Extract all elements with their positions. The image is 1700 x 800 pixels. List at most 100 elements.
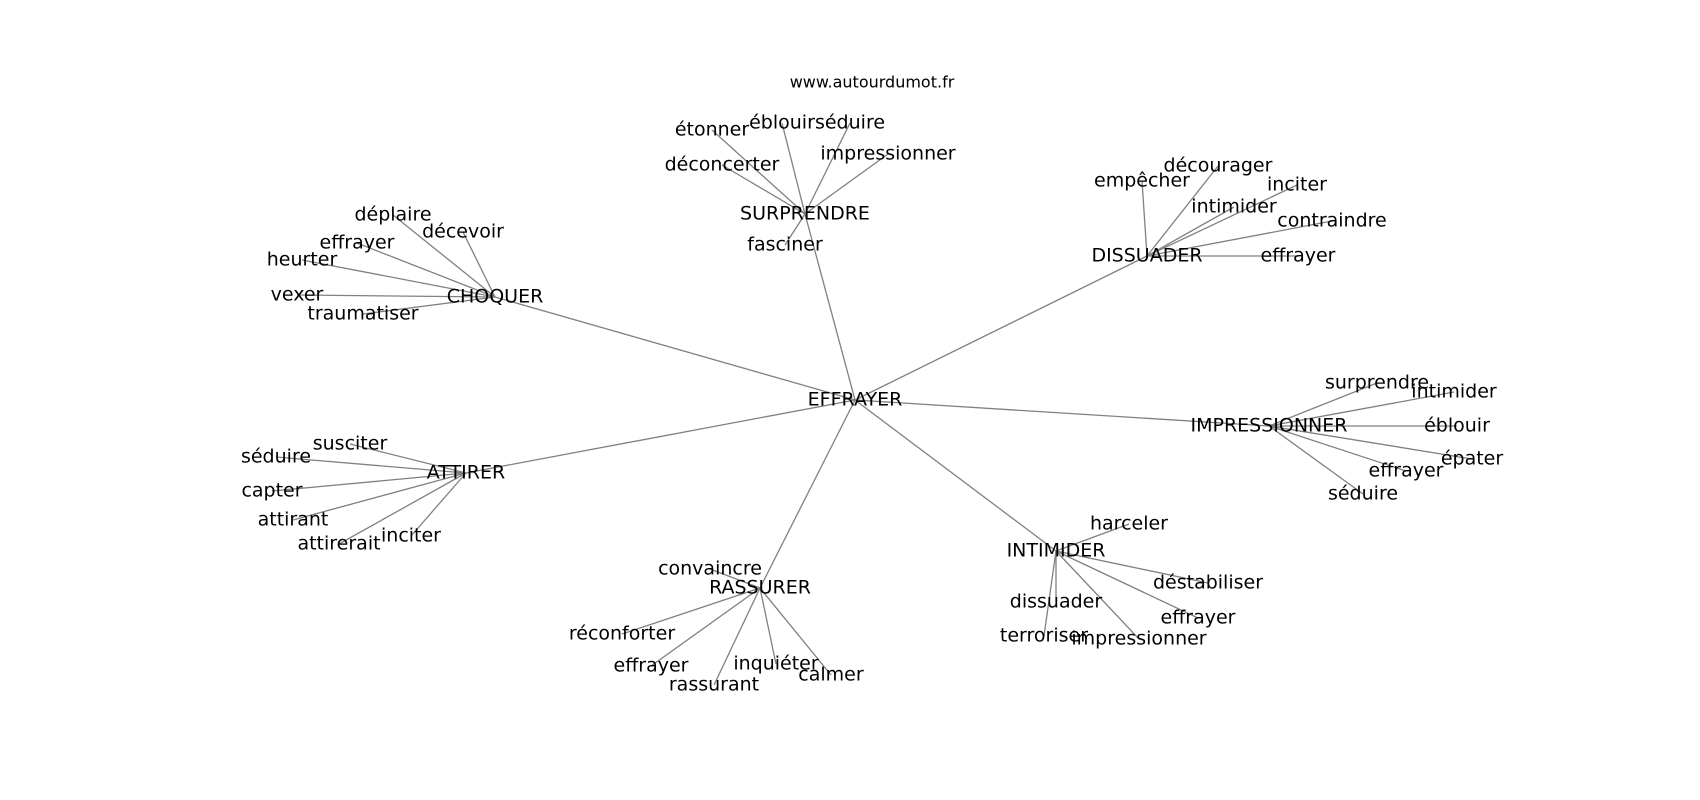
- edge-attirer-word: [275, 456, 467, 474]
- word-node[interactable]: inquiéter: [733, 653, 819, 675]
- word-node[interactable]: harceler: [1090, 513, 1168, 535]
- word-node[interactable]: rassurant: [669, 674, 759, 696]
- word-node[interactable]: intimider: [1411, 381, 1497, 403]
- word-node[interactable]: traumatiser: [307, 303, 418, 325]
- word-node[interactable]: fasciner: [747, 234, 823, 256]
- hub-node-impressionner[interactable]: IMPRESSIONNER: [1191, 415, 1348, 437]
- edge-impressionner-word: [1268, 425, 1407, 472]
- word-node[interactable]: séduire: [1328, 483, 1398, 505]
- edge-surprendre-word: [721, 164, 806, 215]
- edge-root-dissuader: [854, 255, 1148, 401]
- edge-choquer-word: [296, 294, 496, 298]
- edge-choquer-word: [392, 214, 496, 298]
- word-node[interactable]: impressionner: [820, 143, 955, 165]
- word-node[interactable]: intimider: [1191, 196, 1277, 218]
- word-node[interactable]: déconcerter: [665, 154, 780, 176]
- word-node[interactable]: capter: [241, 480, 302, 502]
- edge-surprendre-word: [784, 213, 806, 246]
- edge-attirer-word: [338, 472, 467, 545]
- word-node[interactable]: vexer: [271, 284, 324, 306]
- word-node[interactable]: effrayer: [614, 655, 689, 677]
- edge-dissuader-word: [1146, 184, 1298, 257]
- hub-node-choquer[interactable]: CHOQUER: [447, 286, 544, 308]
- edge-dissuader-word: [1146, 206, 1235, 257]
- edge-attirer-word: [349, 443, 467, 474]
- edge-impressionner-word: [1268, 425, 1473, 460]
- edge-attirer-word: [292, 472, 467, 521]
- word-node[interactable]: surprendre: [1325, 372, 1429, 394]
- word-node[interactable]: attirant: [258, 509, 329, 531]
- edge-intimider-word: [1055, 550, 1199, 619]
- edge-rassurer-word: [709, 568, 761, 589]
- word-node[interactable]: heurter: [267, 249, 338, 271]
- word-node[interactable]: inciter: [1267, 174, 1327, 196]
- edge-rassurer-word: [621, 587, 761, 635]
- source-watermark: www.autourdumot.fr: [790, 73, 955, 92]
- root-node[interactable]: EFFRAYER: [808, 389, 903, 411]
- word-node[interactable]: impressionner: [1071, 628, 1206, 650]
- word-node[interactable]: étonner: [675, 119, 750, 141]
- hub-node-attirer[interactable]: ATTIRER: [427, 462, 505, 484]
- hub-node-rassurer[interactable]: RASSURER: [709, 577, 811, 599]
- word-node[interactable]: contraindre: [1277, 210, 1386, 232]
- word-node[interactable]: décourager: [1164, 155, 1273, 177]
- edge-impressionner-word: [1268, 425, 1364, 495]
- word-node[interactable]: effrayer: [320, 232, 395, 254]
- word-node[interactable]: calmer: [798, 664, 864, 686]
- edge-intimider-word: [1055, 523, 1130, 552]
- edge-root-rassurer: [759, 399, 856, 589]
- word-node[interactable]: terroriser: [1000, 625, 1088, 647]
- edge-surprendre-word: [781, 122, 806, 215]
- word-node[interactable]: séduire: [815, 112, 885, 134]
- word-node[interactable]: dissuader: [1010, 591, 1103, 613]
- edge-dissuader-word: [1141, 180, 1148, 257]
- edge-surprendre-word: [804, 122, 851, 215]
- word-node[interactable]: déplaire: [354, 204, 431, 226]
- edge-intimider-word: [1055, 550, 1140, 640]
- word-node[interactable]: convaincre: [658, 558, 762, 580]
- edge-choquer-word: [362, 296, 496, 315]
- word-node[interactable]: inciter: [381, 525, 441, 547]
- word-node[interactable]: effrayer: [1369, 460, 1444, 482]
- hub-node-dissuader[interactable]: DISSUADER: [1091, 245, 1202, 267]
- word-node[interactable]: séduire: [241, 446, 311, 468]
- edge-impressionner-word: [1268, 391, 1455, 427]
- edge-attirer-word: [410, 472, 467, 537]
- edge-root-attirer: [465, 399, 856, 474]
- word-node[interactable]: éblouir: [1424, 415, 1490, 437]
- edge-root-impressionner: [854, 399, 1270, 427]
- edges-layer: [271, 122, 1473, 686]
- edge-rassurer-word: [759, 587, 832, 676]
- edge-choquer-word: [356, 242, 496, 298]
- word-node[interactable]: empêcher: [1094, 170, 1190, 192]
- hub-node-surprendre[interactable]: SURPRENDRE: [740, 203, 870, 225]
- word-node[interactable]: effrayer: [1261, 245, 1336, 267]
- edge-root-surprendre: [804, 213, 856, 401]
- edge-intimider-word: [1055, 550, 1209, 584]
- edge-surprendre-word: [711, 129, 806, 215]
- word-node[interactable]: susciter: [313, 433, 388, 455]
- word-node[interactable]: attirerait: [297, 533, 380, 555]
- word-node[interactable]: déstabiliser: [1153, 572, 1263, 594]
- edge-root-intimider: [854, 399, 1057, 552]
- hub-node-intimider[interactable]: INTIMIDER: [1007, 540, 1106, 562]
- word-node[interactable]: éblouir: [749, 112, 815, 134]
- edge-attirer-word: [271, 472, 467, 492]
- edge-rassurer-word: [650, 587, 761, 667]
- edge-choquer-word: [462, 231, 496, 298]
- edge-rassurer-word: [713, 587, 761, 686]
- edge-choquer-word: [301, 259, 496, 298]
- edge-root-choquer: [494, 296, 856, 401]
- edge-dissuader-word: [1146, 220, 1333, 257]
- word-node[interactable]: décevoir: [422, 221, 504, 243]
- word-node[interactable]: épater: [1441, 448, 1504, 470]
- edge-intimider-word: [1043, 550, 1057, 637]
- edge-surprendre-word: [804, 153, 889, 215]
- edge-impressionner-word: [1268, 382, 1378, 427]
- edge-rassurer-word: [759, 587, 777, 665]
- edge-dissuader-word: [1146, 165, 1219, 257]
- word-node[interactable]: effrayer: [1161, 607, 1236, 629]
- word-node[interactable]: réconforter: [569, 623, 675, 645]
